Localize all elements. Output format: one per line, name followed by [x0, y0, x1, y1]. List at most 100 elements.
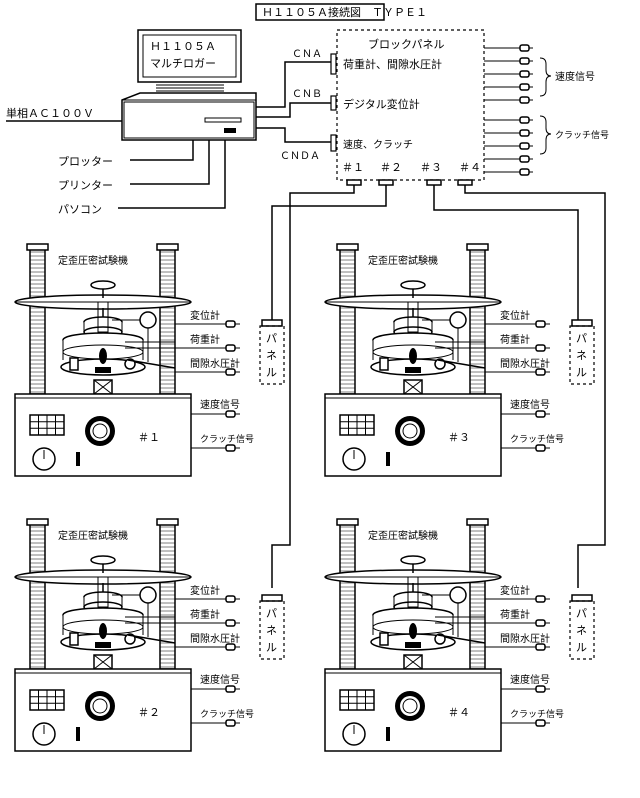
signal-output-2: クラッチ信号 [501, 708, 564, 727]
signal-label-2: クラッチ信号 [510, 433, 564, 445]
switch [386, 727, 390, 741]
switch [76, 452, 80, 466]
port1-cable [271, 185, 355, 588]
relay-panel: パネル [259, 594, 285, 660]
signal-output-2: クラッチ信号 [191, 433, 254, 452]
bp-output-6 [484, 116, 533, 124]
sensor-output-2: 荷重計 [485, 608, 550, 627]
keypad [29, 414, 65, 436]
relay-panel: パネル [569, 319, 595, 385]
signal-label-2: クラッチ信号 [200, 433, 254, 445]
sensor-label-2: 荷重計 [190, 608, 220, 621]
dial-gauge [449, 311, 467, 329]
logger-subtitle: マルチロガー [150, 57, 216, 70]
connector-cnb: ＣＮＢ [292, 89, 322, 100]
signal-label-1: 速度信号 [510, 398, 550, 411]
handwheel [90, 280, 116, 290]
sensor-output-3: 間隙水圧計 [485, 632, 550, 651]
sensor-label-2: 荷重計 [500, 608, 530, 621]
bp-output-1 [484, 44, 533, 52]
sensor-output-1: 変位計 [485, 584, 550, 603]
signal-label-1: 速度信号 [200, 673, 240, 686]
panel-char-1: パ [576, 607, 587, 620]
block-panel-frame [336, 29, 485, 181]
sensor-label-1: 変位計 [500, 584, 530, 597]
keypad [339, 414, 375, 436]
port3-cable [433, 185, 579, 320]
disk-slot [204, 117, 242, 123]
logger-monitor [137, 29, 242, 83]
cna-cable [256, 61, 333, 108]
bp-output-2 [484, 57, 533, 65]
panel-char-3: ル [266, 366, 277, 379]
cnb-cable [256, 102, 333, 118]
switch [386, 452, 390, 466]
signal-label-1: 速度信号 [510, 673, 550, 686]
panel-char-3: ル [266, 641, 277, 654]
tester-posts [339, 522, 486, 670]
bp-output-9 [484, 155, 533, 163]
tester-posts [29, 247, 176, 395]
sensor-output-3: 間隙水圧計 [175, 632, 240, 651]
block-panel-row1: 荷重計、間隙水圧計 [343, 57, 442, 71]
bp-clutch-label: クラッチ信号 [555, 129, 609, 141]
sensor-output-1: 変位計 [175, 584, 240, 603]
signal-output-2: クラッチ信号 [501, 433, 564, 452]
speed-bracket [539, 57, 552, 97]
bp-speed-label: 速度信号 [555, 70, 595, 83]
sensor-label-1: 変位計 [190, 309, 220, 322]
sensor-label-1: 変位計 [190, 584, 220, 597]
consolidation-cell [60, 332, 176, 376]
panel-char-2: ネ [266, 349, 277, 362]
dial-gauge [139, 311, 157, 329]
bp-output-10 [484, 168, 533, 176]
tester-title: 定歪圧密試験機 [368, 254, 438, 267]
relay-panel: パネル [569, 594, 595, 660]
sensor-label-1: 変位計 [500, 309, 530, 322]
bp-output-8 [484, 142, 533, 150]
sensor-output-3: 間隙水圧計 [485, 357, 550, 376]
connector-cna: ＣＮＡ [292, 49, 322, 60]
port-1-label: ＃１ [342, 161, 364, 174]
block-panel-row3: 速度、クラッチ [343, 138, 413, 151]
sensor-output-2: 荷重計 [485, 333, 550, 352]
signal-output-1: 速度信号 [191, 673, 240, 693]
sensor-label-3: 間隙水圧計 [500, 357, 550, 370]
signal-output-2: クラッチ信号 [191, 708, 254, 727]
panel-char-2: ネ [576, 624, 587, 637]
multi-logger: Ｈ１１０５Ａ マルチロガー [121, 29, 257, 141]
clutch-bracket [539, 115, 552, 155]
sensor-output-2: 荷重計 [175, 333, 240, 352]
consolidation-cell [370, 332, 486, 376]
power-indicator [224, 128, 236, 133]
bp-output-3 [484, 70, 533, 78]
keypad [29, 689, 65, 711]
signal-output-1: 速度信号 [501, 398, 550, 418]
pc-cable [118, 140, 226, 209]
port-2-label: ＃２ [380, 161, 402, 174]
dial-gauge [139, 586, 157, 604]
bp-output-4 [484, 83, 533, 91]
panel-char-2: ネ [576, 349, 587, 362]
tester-title: 定歪圧密試験機 [58, 529, 128, 542]
signal-output-1: 速度信号 [501, 673, 550, 693]
plotter-cable [130, 140, 194, 161]
bp-output-5 [484, 96, 533, 104]
port-3-label: ＃３ [420, 161, 442, 174]
panel-char-3: ル [576, 366, 587, 379]
logger-name: Ｈ１１０５Ａ [150, 40, 216, 53]
handwheel [400, 555, 426, 565]
tester-number: ＃４ [448, 706, 470, 719]
tester-number: ＃３ [448, 431, 470, 444]
block-panel-outputs [484, 44, 533, 176]
sensor-label-3: 間隙水圧計 [500, 632, 550, 645]
sensor-output-3: 間隙水圧計 [175, 357, 240, 376]
plotter-label: プロッター [58, 155, 113, 168]
panel-char-3: ル [576, 641, 587, 654]
power-label: 単相ＡＣ１００Ｖ [6, 106, 94, 120]
printer-cable [130, 140, 210, 185]
